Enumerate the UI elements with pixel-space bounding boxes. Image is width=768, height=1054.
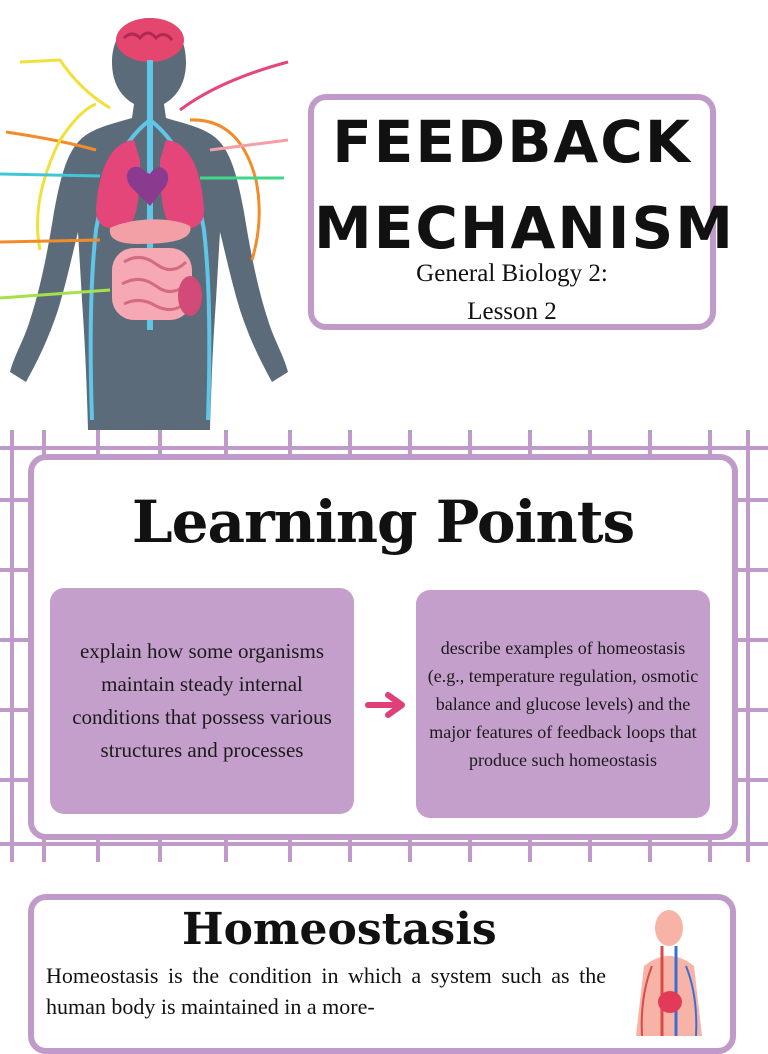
circulatory-system-illustration [636, 910, 702, 1036]
subtitle-lesson: Lesson 2 [467, 298, 557, 325]
learning-point-1: explain how some organisms maintain stea… [50, 588, 354, 814]
homeostasis-heading: Homeostasis [182, 904, 497, 955]
lattice-background [0, 430, 768, 862]
learning-points-section: Learning Points explain how some organis… [0, 430, 768, 862]
homeostasis-card: Homeostasis Homeostasis is the condition… [28, 894, 736, 1054]
human-body-organs-illustration [0, 0, 290, 430]
homeostasis-text: Homeostasis is the condition in which a … [46, 963, 606, 1019]
learning-points-card: Learning Points explain how some organis… [28, 454, 738, 840]
arrow-right-icon [365, 692, 405, 718]
title-card: FEEDBACK MECHANISM General Biology 2: Le… [308, 94, 735, 330]
title-line-2: MECHANISM [314, 194, 735, 262]
learning-point-2: describe examples of homeostasis (e.g., … [416, 590, 710, 818]
subtitle-course: General Biology 2: [416, 260, 608, 287]
learning-points-heading: Learning Points [131, 488, 635, 556]
title-line-1: FEEDBACK [332, 108, 692, 176]
